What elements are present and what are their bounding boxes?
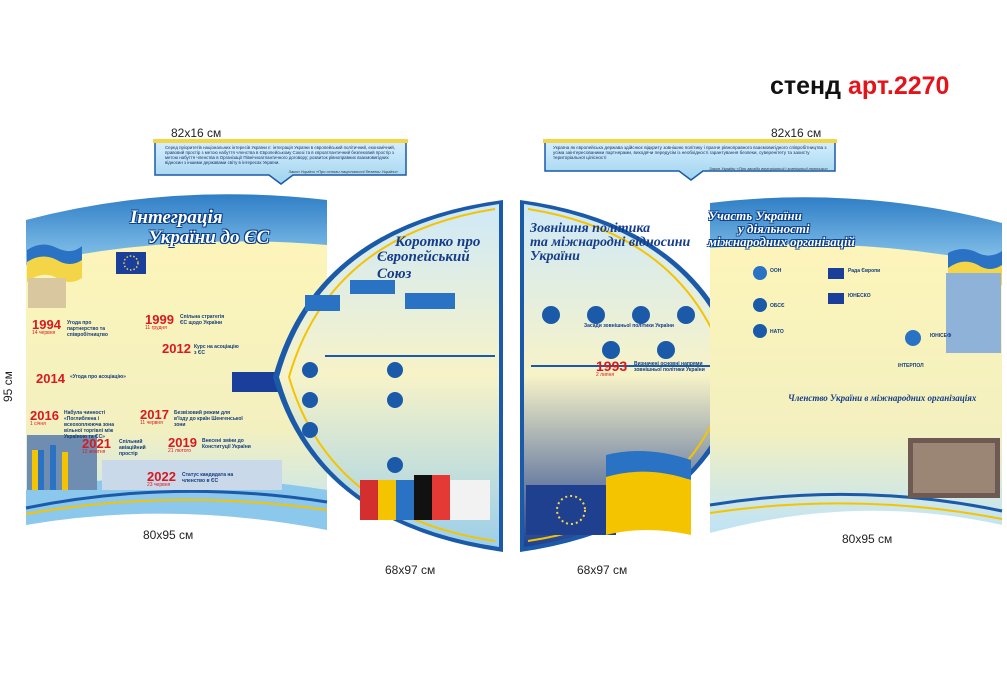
panel3-title-line1: Зовнішня політика (530, 221, 651, 236)
timeline-event: Набула чинності «Поглиблена і всеохоплюю… (64, 410, 114, 440)
timeline-date: 11 грудня (145, 325, 167, 331)
panel4-title-line1: Участь України (708, 208, 802, 223)
panel3-year-block: 1993 2 липня (596, 358, 628, 378)
org-label: ІНТЕРПОЛ (898, 363, 924, 369)
timeline-event: Курс на асоціацію з ЄС (194, 344, 239, 356)
panel4-title-line3: міжнародних організацій (708, 234, 855, 249)
panel4-subtitle: Членство України в міжнародних організац… (788, 393, 977, 403)
panel2-title-line2: Європейський Союз (377, 249, 470, 282)
dimension-height-left: 95 см (1, 371, 15, 402)
timeline-item-1994: 1994 14 червня (32, 318, 132, 336)
panel-eu-brief: Коротко про Європейський Союз (255, 195, 507, 557)
panel4-title-line2: у діяльності (738, 221, 810, 236)
timeline-date: 11 червня (140, 420, 163, 426)
banner-left-text: Серед пріоритетів національних інтересів… (165, 145, 395, 165)
timeline-item-2022: 2022 23 червня (147, 470, 176, 488)
org-label: ЮНЕСКО (848, 293, 871, 299)
dimension-banner-right: 82x16 см (771, 126, 822, 140)
panel3-subtitle: Засади зовнішньої політики України (584, 323, 674, 329)
timeline-item-2021: 2021 12 жовтня (82, 437, 111, 455)
banner-left: Серед пріоритетів національних інтересів… (153, 139, 408, 186)
timeline-year: 1999 (145, 312, 174, 327)
timeline-year: 2016 (30, 408, 59, 423)
panel3-title-line2: та міжнародні відносини (530, 235, 691, 250)
panel1-title-line1: Інтеграція (130, 207, 223, 228)
timeline-year: 2021 (82, 436, 111, 451)
banner-left-source: Закон України «Про основи національної б… (288, 169, 398, 174)
timeline-event: Угода про партнерство та співробітництво (67, 320, 108, 338)
org-label: Рада Європи (848, 268, 881, 274)
timeline-date: 14 червня (32, 330, 56, 336)
timeline-year: 2019 (168, 435, 197, 450)
dimension-panel-center-right: 68x97 см (577, 563, 628, 577)
timeline-date: 23 червня (147, 482, 171, 488)
product-article: арт.2270 (847, 72, 950, 100)
dimension-panel-left: 80x95 см (143, 528, 194, 542)
product-label: стенд (770, 72, 842, 100)
panel-international-orgs: Участь України у діяльності міжнародних … (708, 193, 1004, 533)
dimension-panel-right: 80x95 см (842, 532, 893, 546)
panel3-title-line3: України (530, 249, 580, 264)
timeline-year: 2012 (162, 341, 191, 356)
timeline-year: 1994 (32, 317, 61, 332)
timeline-event: Внесені зміни до Конституції України (202, 438, 251, 450)
dimension-banner-left: 82x16 см (171, 126, 222, 140)
timeline-event: Спільний авіаційний простір (119, 439, 146, 457)
org-label: ООН (770, 268, 782, 274)
banner-right-source: Закон України «Про засади внутрішньої і … (709, 166, 828, 171)
timeline-item-1999: 1999 11 грудня (145, 313, 174, 331)
timeline-event: Статус кандидата на членство в ЄС (182, 472, 234, 484)
timeline-item-2014: 2014 (36, 372, 65, 385)
panel3-year: 1993 (596, 358, 628, 374)
timeline-item-2016: 2016 1 січня (30, 409, 59, 427)
timeline-year: 2022 (147, 469, 176, 484)
panel-foreign-policy: Зовнішня політика та міжнародні відносин… (516, 195, 759, 557)
panel1-title-line2: України до ЄС (148, 227, 270, 248)
timeline-item-2019: 2019 21 лютого (168, 436, 197, 454)
product-title: стенд арт.2270 (770, 72, 949, 101)
panel2-title-line1: Коротко про (395, 234, 481, 250)
timeline-event: «Угода про асоціацію» (70, 374, 126, 380)
org-label: ЮНІСЕФ (930, 333, 952, 339)
timeline-year: 2014 (36, 371, 65, 386)
timeline-item-2012: 2012 (162, 342, 191, 355)
timeline-item-2017: 2017 11 червня (140, 408, 169, 426)
timeline-date: 21 лютого (168, 448, 192, 454)
panel3-year-event: Визначені основні напрями зовнішньої пол… (634, 361, 705, 373)
panel3-year-date: 2 липня (596, 372, 615, 378)
timeline-year: 2017 (140, 407, 169, 422)
org-label: НАТО (770, 329, 784, 335)
banner-right: Україна як європейська держава здійснює … (543, 139, 837, 182)
timeline-date: 1 січня (30, 421, 46, 427)
dimension-panel-center-left: 68x97 см (385, 563, 436, 577)
panel-eu-integration: Інтеграція України до ЄС 1994 14 червня … (22, 190, 329, 530)
banner-right-text: Україна як європейська держава здійснює … (553, 145, 827, 160)
timeline-event: Безвізовий режим для в'їзду до країн Шен… (174, 410, 243, 428)
timeline-date: 12 жовтня (82, 449, 106, 455)
timeline-event: Спільна стратегія ЄС щодо України (180, 314, 225, 326)
org-label: ОБСЄ (770, 303, 785, 309)
